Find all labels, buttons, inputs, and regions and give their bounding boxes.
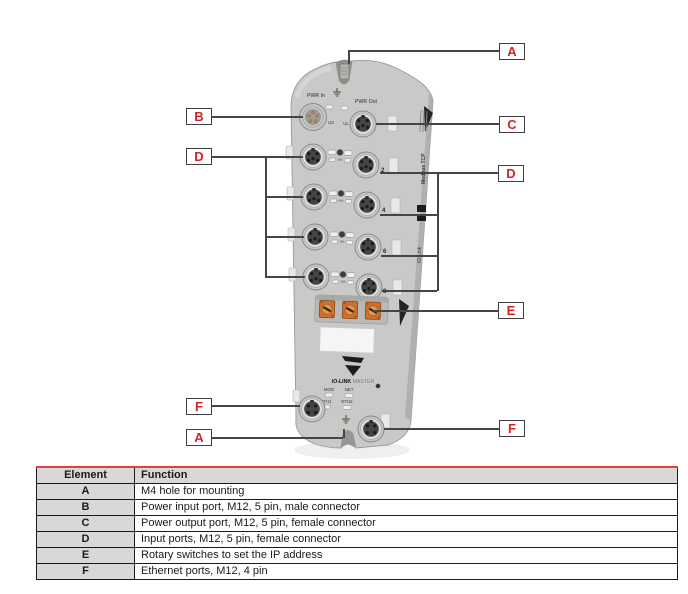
device-side-face xyxy=(405,93,433,421)
input-port-1 xyxy=(299,143,327,171)
rotary-switch-2 xyxy=(341,300,359,320)
mod-led xyxy=(324,392,334,398)
function-header: Function xyxy=(134,468,678,484)
callout-c: C xyxy=(499,116,525,133)
input-port-2 xyxy=(352,151,380,179)
side-logo-block-1 xyxy=(417,205,426,212)
callout-a-bottom: A xyxy=(186,429,212,446)
function-cell: Input ports, M12, 5 pin, female connecto… xyxy=(134,531,678,548)
us-led xyxy=(325,104,334,110)
us-label: US xyxy=(328,120,334,125)
function-table-wrap: Element Function A M4 hole for mounting … xyxy=(36,466,678,580)
pwr-in-connector xyxy=(299,103,327,131)
port-number-4: 4 xyxy=(382,208,386,214)
port-number-8: 8 xyxy=(383,289,387,295)
leader-line-a-bottom-rise xyxy=(343,429,345,438)
port-number-6: 6 xyxy=(383,249,387,255)
mod-label: MOD xyxy=(324,387,334,392)
table-row: F Ethernet ports, M12, 4 pin xyxy=(36,563,678,580)
table-row: D Input ports, M12, 5 pin, female connec… xyxy=(36,531,678,548)
rotary-switch-1 xyxy=(318,299,336,319)
element-cell: C xyxy=(36,515,135,532)
brand-logo xyxy=(342,356,364,376)
callout-f-left: F xyxy=(186,398,212,415)
side-tabs-left xyxy=(285,145,301,403)
side-markings: Modbus TCP IO-Link xyxy=(417,110,428,263)
element-cell: F xyxy=(36,563,135,580)
leader-line-d-right-4 xyxy=(382,290,437,292)
eth2-label: ETH2 xyxy=(341,399,353,404)
input-port-7 xyxy=(302,263,330,291)
function-cell: Rotary switches to set the IP address xyxy=(134,547,678,564)
leader-line-c xyxy=(376,123,499,125)
function-cell: M4 hole for mounting xyxy=(134,483,678,500)
leader-line-f-right xyxy=(384,428,499,430)
ethernet-port-1 xyxy=(298,395,326,423)
function-cell: Ethernet ports, M12, 4 pin xyxy=(134,563,678,580)
ul-label: UL xyxy=(343,121,349,126)
input-port-3 xyxy=(300,183,328,211)
leader-line-d-right-1 xyxy=(380,172,498,174)
callout-b: B xyxy=(186,108,212,125)
leader-line-e xyxy=(372,310,498,312)
callout-d-left: D xyxy=(186,148,212,165)
element-cell: A xyxy=(36,483,135,500)
m4-insert xyxy=(339,63,350,80)
side-logo-block-2 xyxy=(417,214,426,221)
pwr-out-label: PWR Out xyxy=(355,99,377,105)
leader-line-a-bottom xyxy=(212,437,343,439)
leader-line-f-left xyxy=(212,405,300,407)
m4-threads xyxy=(341,67,348,75)
pwr-out-connector xyxy=(349,110,377,138)
leader-line-d-left-1 xyxy=(212,156,303,158)
net-led xyxy=(344,393,354,398)
function-table: Element Function A M4 hole for mounting … xyxy=(36,468,678,580)
fieldbus-marking: Modbus TCP xyxy=(421,153,427,184)
device-photo: PWR In PWR Out US UL 2 4 6 8 xyxy=(285,59,434,459)
rotary-switch-panel xyxy=(314,294,389,325)
leader-line-d-left-3 xyxy=(265,236,304,238)
input-port-5 xyxy=(301,223,329,251)
leader-line-d-left-4 xyxy=(265,276,305,278)
product-label-blank xyxy=(319,326,375,354)
element-cell: E xyxy=(36,547,135,564)
io-link-marking: IO-Link xyxy=(417,246,423,263)
status-dot xyxy=(375,383,381,389)
callout-e: E xyxy=(498,302,524,319)
leader-line-a-top xyxy=(348,50,499,52)
leader-line-b xyxy=(212,116,303,118)
input-port-6 xyxy=(354,233,382,261)
input-port-4 xyxy=(353,191,381,219)
table-row: E Rotary switches to set the IP address xyxy=(36,547,678,564)
side-fin-mid xyxy=(399,299,409,326)
leader-line-d-right-3 xyxy=(381,255,437,257)
callout-a-top: A xyxy=(499,43,525,60)
port-number-2: 2 xyxy=(381,168,385,174)
leader-line-d-left-trunk xyxy=(265,156,267,277)
function-cell: Power output port, M12, 5 pin, female co… xyxy=(134,515,678,532)
leader-line-d-right-2 xyxy=(380,214,437,216)
pwr-in-label: PWR In xyxy=(307,93,325,99)
table-header-row: Element Function xyxy=(36,468,678,484)
function-cell: Power input port, M12, 5 pin, male conne… xyxy=(134,499,678,516)
eth2-led xyxy=(342,405,352,410)
callout-f-right: F xyxy=(499,420,525,437)
element-header: Element xyxy=(36,468,135,484)
element-cell: B xyxy=(36,499,135,516)
eth1-label: ETH1 xyxy=(320,399,332,404)
leader-line-d-left-2 xyxy=(265,196,303,198)
ethernet-port-2 xyxy=(357,415,385,443)
leader-line-a-top-drop xyxy=(348,50,350,64)
mounting-notch-bottom xyxy=(341,430,356,448)
ul-led xyxy=(340,105,349,111)
element-cell: D xyxy=(36,531,135,548)
table-row: C Power output port, M12, 5 pin, female … xyxy=(36,515,678,532)
leader-line-d-right-trunk xyxy=(437,172,439,291)
table-row: B Power input port, M12, 5 pin, male con… xyxy=(36,499,678,516)
device-top-highlight xyxy=(295,65,332,98)
net-label: NET xyxy=(345,387,354,392)
table-row: A M4 hole for mounting xyxy=(36,483,678,500)
callout-d-right: D xyxy=(498,165,524,182)
